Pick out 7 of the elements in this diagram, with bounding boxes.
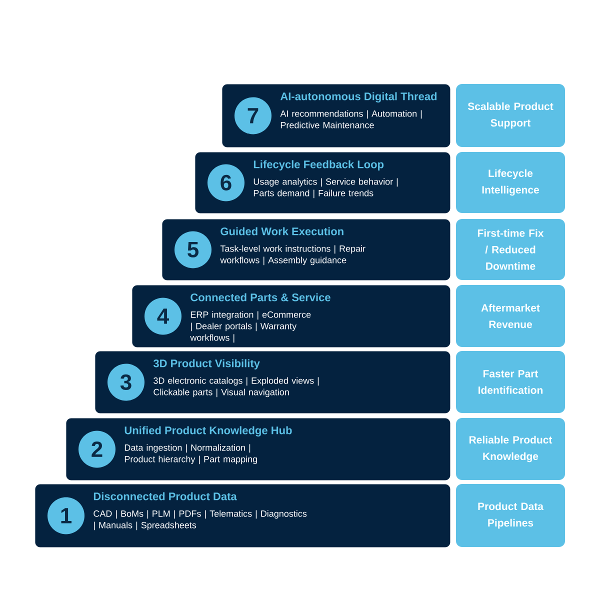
outcome-box: Faster Part Identification [456, 351, 565, 413]
outcome-box: First-time Fix / Reduced Downtime [456, 219, 565, 280]
outcome-box: Product Data Pipelines [456, 484, 565, 547]
outcome-box: Aftermarket Revenue [456, 285, 565, 347]
outcome-box: Reliable Product Knowledge [456, 418, 565, 480]
outcome-box: Scalable Product Support [456, 84, 565, 147]
outcome-box: Lifecycle Intelligence [456, 152, 565, 213]
